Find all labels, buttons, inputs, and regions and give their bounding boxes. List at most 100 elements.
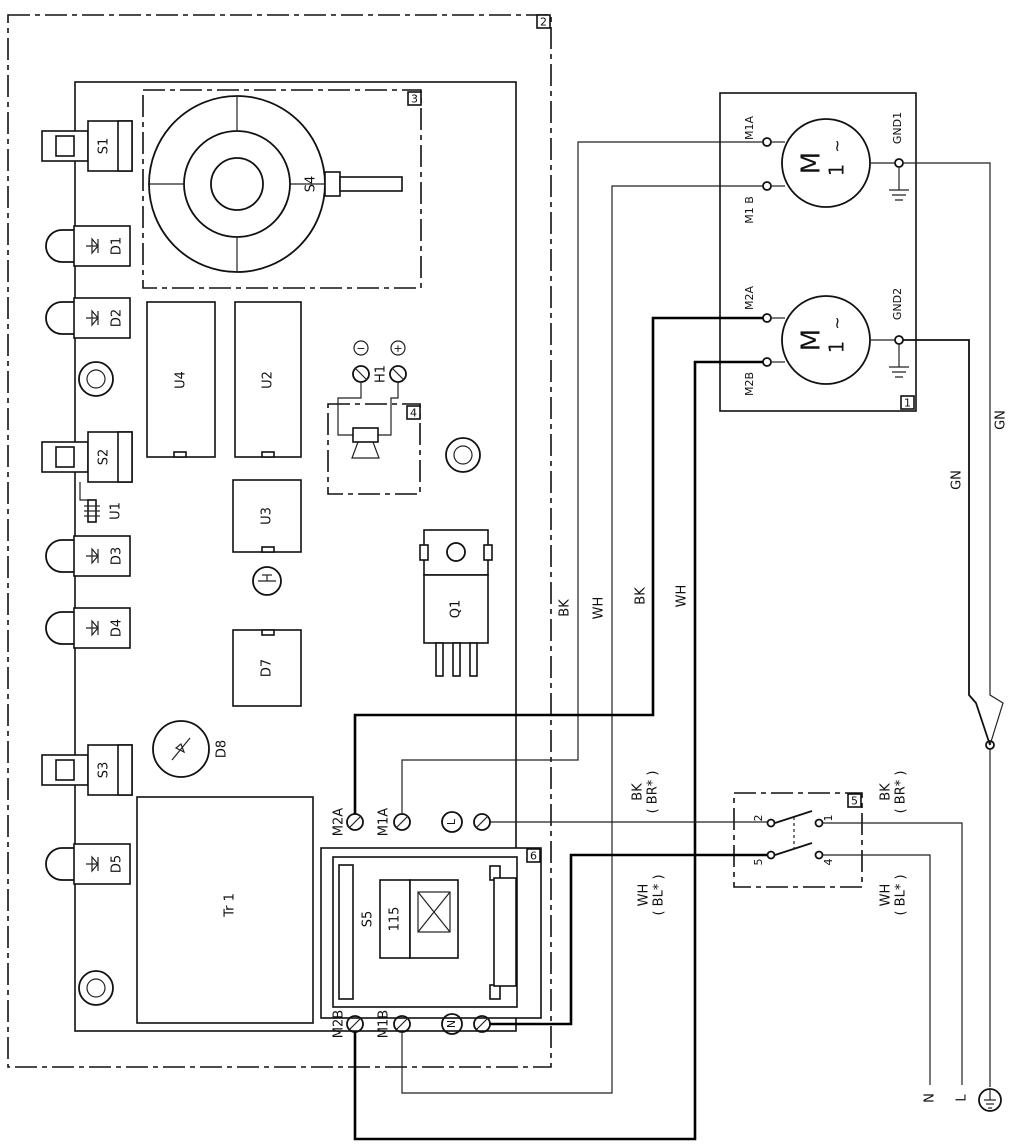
svg-text:U4: U4 [174,371,189,389]
led-d2: D2 [45,297,131,339]
group-1-tag [900,395,915,410]
thermistor-d8: D8 [152,720,230,778]
group-5-tag [847,793,862,808]
wire-wh-n-mains [823,854,931,1085]
group-4-tag [406,405,421,420]
wire-label-br: ( BR* ) [646,771,661,814]
buzzer-h1: − + H1 [337,340,407,459]
wire-label-wh: WH [592,597,607,620]
svg-text:M1A: M1A [377,808,392,836]
group-5-outline [733,792,863,888]
svg-text:N: N [445,1020,458,1028]
wire-label-wh-bl: WH [879,884,894,907]
s4-label: S4 [304,176,319,193]
mounting-hole [78,970,114,1006]
wire-bk-l-mains [823,822,963,1085]
wire-label-br: ( BR* ) [894,771,909,814]
svg-text:S2: S2 [97,449,112,466]
svg-text:U2: U2 [261,371,276,389]
terminal-pcb-m2a: M2A [332,808,364,836]
motor-m1-letter: M [797,152,827,174]
wire-label-gn: GN [994,410,1009,430]
ic-d7: D7 [232,629,302,707]
led-d3: D3 [45,535,131,577]
svg-text:M2B: M2B [332,1010,347,1038]
wire-label-bk-br: BK [879,783,894,801]
svg-text:M1B: M1B [377,1010,392,1038]
svg-text:D3: D3 [110,547,125,565]
led-d5: D5 [45,843,131,885]
wire-label-gn: GN [950,470,965,490]
svg-text:Tr 1: Tr 1 [223,893,238,918]
wire-gn-gnd2 [903,339,991,746]
led-d4: D4 [45,607,131,649]
svg-text:D1: D1 [110,237,125,255]
svg-text:S3: S3 [97,762,112,779]
group-5-number: 5 [851,795,858,808]
motor-m1: M 1 ~ M1A M1 B GND1 [743,112,909,224]
terminal-m1b: M1 B [743,196,756,224]
group-3-number: 3 [411,93,418,106]
motor-m1-tilde: ~ [828,139,847,152]
motor-m2-phase: 1 [825,341,849,354]
svg-text:S5: S5 [361,911,376,928]
motor-assembly [719,92,917,412]
motor-m1-phase: 1 [825,164,849,177]
wire-label-bl: ( BL* ) [652,874,667,915]
main-switch: 2 1 5 4 [752,810,835,866]
wire-label-bl: ( BL* ) [894,874,909,915]
svg-text:S1: S1 [97,138,112,155]
terminal-pcb-m1b: M1B [377,1010,411,1038]
group-3-outline [142,89,422,289]
terminal-m2a: M2A [743,286,756,310]
svg-text:D4: D4 [110,619,125,637]
group-4-outline [327,403,421,495]
mounting-hole [445,437,481,473]
wire-wh-m1b [401,185,763,1094]
wire-label-bk-br: BK [631,783,646,801]
ic-u3: U3 [232,479,302,553]
terminal-gnd2: GND2 [891,288,904,320]
ground-icon [889,167,909,201]
wire-label-bk: BK [558,599,573,617]
motor-m2: M 1 ~ M2A M2B GND2 [743,286,909,396]
transformer-tr1: Tr 1 [136,796,314,1024]
wire-gn-gnd1 [903,162,1004,746]
group-3-tag [407,91,422,106]
switch-terminal-2: 2 [752,815,765,822]
motor-m2-tilde: ~ [828,316,847,329]
svg-text:L: L [445,818,458,825]
ic-u2: U2 [234,301,302,458]
h1-label: H1 [374,365,389,383]
wire-label-bk: BK [634,587,649,605]
svg-text:D7: D7 [260,659,275,677]
svg-text:D2: D2 [110,309,125,327]
svg-text:D8: D8 [215,740,230,758]
sensor-u1: U1 [79,482,124,523]
wire-wh-m2b [353,360,763,1141]
wire-bk-m1a [401,141,763,814]
earth-ground-icon [978,1088,1002,1112]
group-1-number: 1 [904,397,911,410]
svg-text:Q1: Q1 [449,600,464,619]
wire-label-wh: WH [675,585,690,608]
switch-terminal-5: 5 [752,859,765,866]
led-d1: D1 [45,225,131,267]
mains-n-label: N [923,1093,938,1103]
terminal-m1a: M1A [743,116,756,140]
motor-m2-letter: M [797,329,827,351]
svg-text:M2A: M2A [332,808,347,836]
ic-u4: U4 [146,301,216,458]
svg-text:D5: D5 [110,855,125,873]
svg-text:115: 115 [388,907,403,932]
group-6-tag [526,848,541,863]
terminal-gnd1: GND1 [891,112,904,144]
h1-plus: + [393,342,402,355]
group-2-tag [536,14,551,29]
switch-s1: S1 [41,120,133,172]
voltage-selector-s5: 115 S5 [332,856,518,1008]
terminal-m2b: M2B [743,372,756,396]
switch-terminal-4: 4 [822,859,835,866]
mains-l-label: L [955,1094,970,1102]
